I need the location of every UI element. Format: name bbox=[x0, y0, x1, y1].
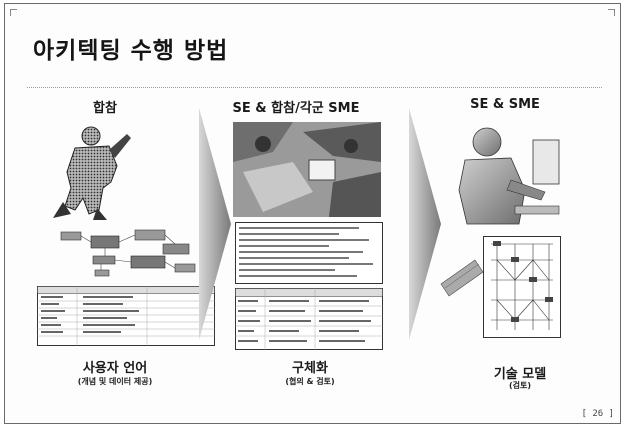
page-number: [ 26 ] bbox=[581, 409, 614, 419]
slide-frame: 아키텍팅 수행 방법 합참 SE & 합참/각군 SME SE & SME bbox=[4, 3, 621, 424]
corner-mark bbox=[10, 9, 17, 16]
column-2-caption: (협의 & 검토) bbox=[285, 377, 335, 386]
review-table-thumbnail bbox=[235, 288, 383, 350]
chevron-arrow-icon bbox=[409, 108, 441, 340]
data-table-thumbnail bbox=[37, 286, 215, 346]
concept-diagram-thumbnail bbox=[60, 229, 196, 277]
meeting-clipart-icon bbox=[233, 122, 381, 217]
column-2-label: 구체화 bbox=[292, 361, 328, 376]
column-1-heading: 합참 bbox=[93, 101, 117, 116]
corner-mark bbox=[608, 9, 615, 16]
column-1-label: 사용자 언어 bbox=[82, 361, 148, 376]
engineer-at-computer-icon bbox=[458, 127, 560, 225]
column-1-caption: (개념 및 데이터 제공) bbox=[77, 377, 153, 386]
spec-document-thumbnail bbox=[235, 222, 383, 284]
chevron-arrow-icon bbox=[199, 108, 231, 340]
column-3-label: 기술 모델 bbox=[493, 367, 547, 382]
technical-model-diagram bbox=[483, 236, 561, 338]
column-3-caption: (검토) bbox=[508, 381, 532, 390]
title-divider bbox=[27, 87, 602, 88]
column-3-heading: SE & SME bbox=[470, 97, 540, 112]
pen-paper-icon bbox=[440, 259, 484, 297]
slide-title: 아키텍팅 수행 방법 bbox=[33, 38, 229, 64]
column-2-heading: SE & 합참/각군 SME bbox=[232, 101, 360, 116]
soldier-clipart-icon bbox=[53, 126, 131, 220]
